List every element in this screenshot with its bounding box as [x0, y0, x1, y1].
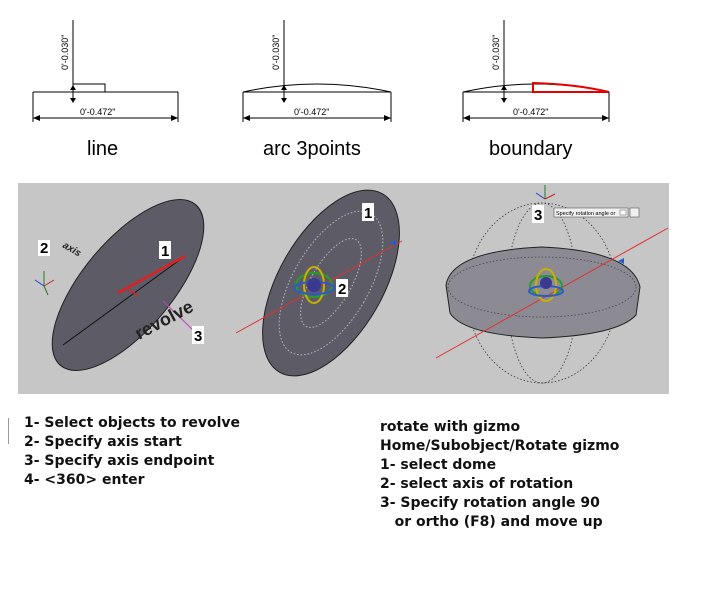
width-dimension-text: 0'-0.472"	[80, 107, 115, 117]
step-line: 4- <360> enter	[24, 472, 145, 488]
ucs-icon	[34, 271, 55, 296]
height-dimension-text: 0'-0.030"	[60, 35, 70, 70]
step-line: Home/Subobject/Rotate gizmo	[380, 438, 620, 454]
callout-2: 2	[338, 281, 346, 298]
rotate-gizmo[interactable]	[528, 268, 564, 302]
rotation-prompt-text: Specify rotation angle or	[556, 211, 615, 217]
height-dimension-text: 0'-0.030"	[271, 35, 281, 70]
gizmo-steps: rotate with gizmo Home/Subobject/Rotate …	[380, 418, 619, 532]
gizmo-panel: 2 1	[235, 189, 403, 377]
line-profile-drawing: 0'-0.030" 0'-0.472"	[32, 20, 179, 122]
width-dimension-text: 0'-0.472"	[513, 107, 548, 117]
callout-2: 2	[40, 240, 48, 257]
arc-profile-drawing: 0'-0.030" 0'-0.472"	[242, 20, 392, 122]
width-dimension-text: 0'-0.472"	[294, 107, 329, 117]
text-cursor-mark	[8, 418, 9, 444]
callout-1: 1	[161, 243, 169, 260]
step-line: 1- Select objects to revolve	[24, 415, 241, 431]
revolve-steps: 1- Select objects to revolve 2- Specify …	[24, 414, 240, 490]
caption-boundary: boundary	[489, 138, 573, 160]
step-line: 1- select dome	[380, 457, 497, 473]
step-line: 2- Specify axis start	[24, 434, 182, 450]
callout-3: 3	[194, 328, 202, 345]
viewport-panel: axis revolve 2 1 3 2 1	[18, 183, 669, 394]
ucs-icon	[535, 185, 556, 200]
step-line: 3- Specify axis endpoint	[24, 453, 215, 469]
rotate-gizmo[interactable]	[293, 266, 335, 304]
caption-line: line	[87, 138, 119, 160]
callout-1: 1	[364, 205, 372, 222]
height-dimension-text: 0'-0.030"	[491, 35, 501, 70]
step-line: 3- Specify rotation angle 90	[380, 495, 600, 511]
profile-drawings: 0'-0.030" 0'-0.472" 0'-0.030" 0'-0.472" …	[32, 20, 610, 122]
dome-panel: 3 Specify rotation angle or	[435, 185, 669, 384]
step-line: or ortho (F8) and move up	[380, 514, 603, 530]
caption-arc-3points: arc 3points	[263, 138, 361, 160]
step-line: 2- select axis of rotation	[380, 476, 574, 492]
step-line: rotate with gizmo	[380, 419, 521, 435]
callout-3: 3	[534, 207, 542, 224]
boundary-profile-drawing: 0'-0.030" 0'-0.472"	[462, 20, 610, 122]
dynamic-input-tooltip[interactable]: Specify rotation angle or	[553, 207, 640, 218]
